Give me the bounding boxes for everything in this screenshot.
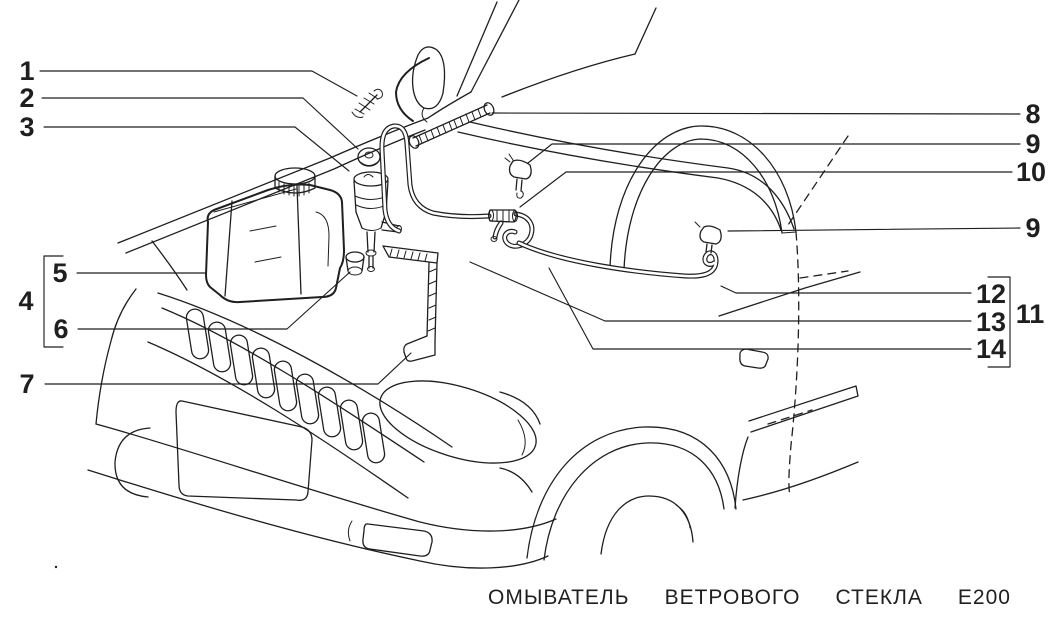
- bracket-11: [987, 276, 1011, 368]
- callout-numbers: 1 2 3 4 5 6 7 8 9 10 9 12 13 14 11: [18, 56, 1046, 399]
- callout-6: 6: [53, 314, 68, 344]
- callout-11: 11: [1016, 299, 1045, 329]
- roof-edge: [634, 7, 657, 55]
- grille-slots: [185, 308, 386, 464]
- wheel-arch-flare: [609, 125, 797, 271]
- front-bumper: [87, 391, 557, 569]
- leader-6: [77, 271, 351, 330]
- caption-word-1: ОМЫВАТЕЛЬ: [488, 586, 630, 609]
- callout-10: 10: [1016, 157, 1046, 187]
- washer-reservoir: [205, 183, 345, 304]
- door-handle: [739, 348, 769, 369]
- leader-12: [720, 285, 972, 294]
- callout-9a: 9: [1025, 129, 1040, 159]
- hood-front-edge: [157, 292, 453, 448]
- hose-clip: [351, 88, 383, 118]
- callout-7: 7: [19, 369, 34, 399]
- headlight: [379, 380, 537, 464]
- bracket-4: [43, 255, 64, 348]
- cowl-ribbed-strip: [408, 102, 495, 149]
- fender-top-line: [469, 121, 795, 230]
- leader-2: [41, 97, 359, 150]
- a-pillar-line: [456, 1, 498, 97]
- leader-9a: [527, 143, 1021, 164]
- leader-1: [39, 70, 358, 97]
- grommet-pump: [345, 251, 365, 276]
- tee-connector: [488, 209, 518, 223]
- callout-9b: 9: [1025, 213, 1040, 243]
- car-body-outline: [54, 0, 861, 569]
- washer-hoses: [379, 123, 719, 279]
- reservoir-cap: [274, 167, 316, 197]
- leader-8: [491, 112, 1021, 115]
- leader-10: [519, 171, 1013, 208]
- caption-word-4: Е200: [957, 586, 1011, 609]
- side-mirror: [411, 46, 446, 110]
- license-plate-recess: [175, 400, 313, 501]
- caption-word-2: ВЕТРОВОГО: [664, 586, 801, 609]
- callout-14: 14: [976, 334, 1006, 364]
- front-wheel: [526, 426, 737, 561]
- leader-14: [548, 267, 972, 350]
- callout-8: 8: [1025, 99, 1040, 129]
- callout-5: 5: [52, 258, 67, 288]
- leader-3: [43, 126, 350, 172]
- leader-13: [469, 261, 972, 322]
- caption-word-3: СТЕКЛА: [835, 586, 923, 609]
- callout-4: 4: [18, 286, 33, 316]
- callout-2: 2: [19, 83, 34, 113]
- print-artifact-dot: [54, 565, 58, 569]
- figure-caption: ОМЫВАТЕЛЬ ВЕТРОВОГО СТЕКЛА Е200: [488, 586, 1011, 610]
- callout-12: 12: [976, 279, 1006, 309]
- side-molding: [748, 385, 859, 433]
- bumper-step: [362, 523, 433, 557]
- washer-pump: [353, 171, 402, 272]
- callout-13: 13: [976, 307, 1006, 337]
- reservoir-bracket: [382, 245, 439, 362]
- callout-1: 1: [19, 56, 34, 86]
- washer-nozzle-right: [694, 221, 722, 254]
- leader-9b: [727, 227, 1021, 232]
- washer-system-parts: [205, 88, 722, 362]
- washer-nozzle-left: [504, 153, 532, 199]
- callout-leader-lines: [39, 70, 1021, 385]
- leader-7: [44, 352, 412, 385]
- callout-3: 3: [19, 112, 34, 142]
- door-front-edge: [788, 231, 800, 498]
